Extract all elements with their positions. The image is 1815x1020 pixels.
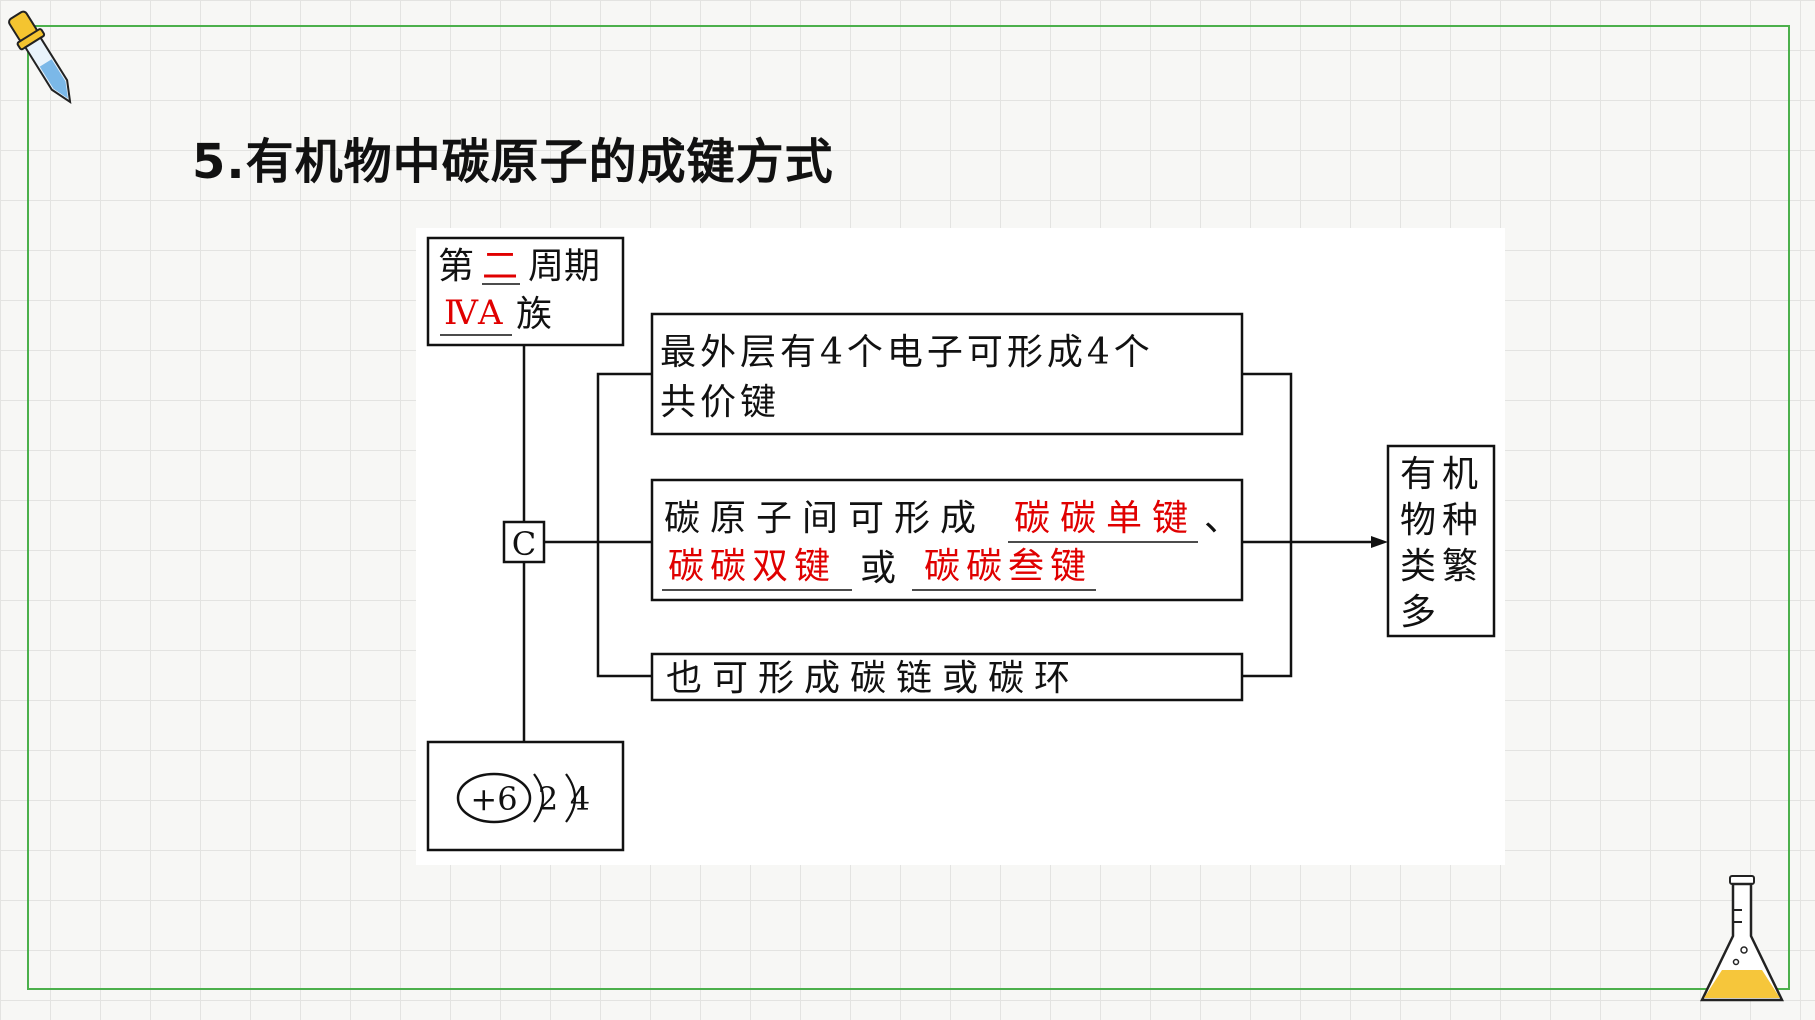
shell2-electrons: 4	[570, 780, 590, 818]
position-line1-suffix: 周期	[528, 246, 600, 287]
middle-box-separator: 、	[1204, 498, 1240, 539]
position-period-answer: 二	[482, 246, 518, 287]
middle-box-prefix: 碳原子间可形成	[664, 498, 986, 539]
dropper-icon	[8, 10, 72, 105]
bonding-diagram: 第 二 周期 ⅣA 族 C +6 2 4 最外层有4个电子可形成4个 共价键 碳…	[426, 236, 1496, 852]
flask-icon	[1700, 875, 1784, 1002]
nucleus-charge: +6	[470, 780, 517, 818]
result-line4: 多	[1400, 592, 1442, 633]
top-box-line1: 最外层有4个电子可形成4个	[660, 332, 1154, 373]
shell1-electrons: 2	[538, 780, 558, 818]
slide-frame	[27, 25, 1790, 990]
result-line1: 有机	[1400, 454, 1484, 495]
middle-box-connector: 或	[860, 548, 896, 589]
position-box	[426, 236, 625, 347]
single-bond-answer: 碳碳单键	[1014, 498, 1198, 539]
arrow-head	[1371, 536, 1388, 548]
atom-structure-box	[426, 740, 625, 852]
result-box	[1386, 444, 1496, 638]
result-line2: 物种	[1400, 500, 1484, 541]
carbon-label: C	[512, 525, 536, 563]
bottom-box-text: 也可形成碳链或碳环	[666, 658, 1080, 699]
position-line2-suffix: 族	[516, 294, 552, 335]
double-bond-answer: 碳碳双键	[668, 546, 836, 587]
diagram-panel: 第 二 周期 ⅣA 族 C +6 2 4 最外层有4个电子可形成4个 共价键 碳…	[416, 228, 1505, 865]
page-title: 5.有机物中碳原子的成键方式	[192, 134, 834, 190]
middle-box	[650, 478, 1244, 602]
result-line3: 类繁	[1400, 546, 1484, 587]
position-line1-prefix: 第	[438, 246, 474, 287]
top-box-line2: 共价键	[660, 382, 780, 423]
position-group-answer: ⅣA	[444, 293, 503, 333]
triple-bond-answer: 碳碳叁键	[924, 546, 1092, 587]
